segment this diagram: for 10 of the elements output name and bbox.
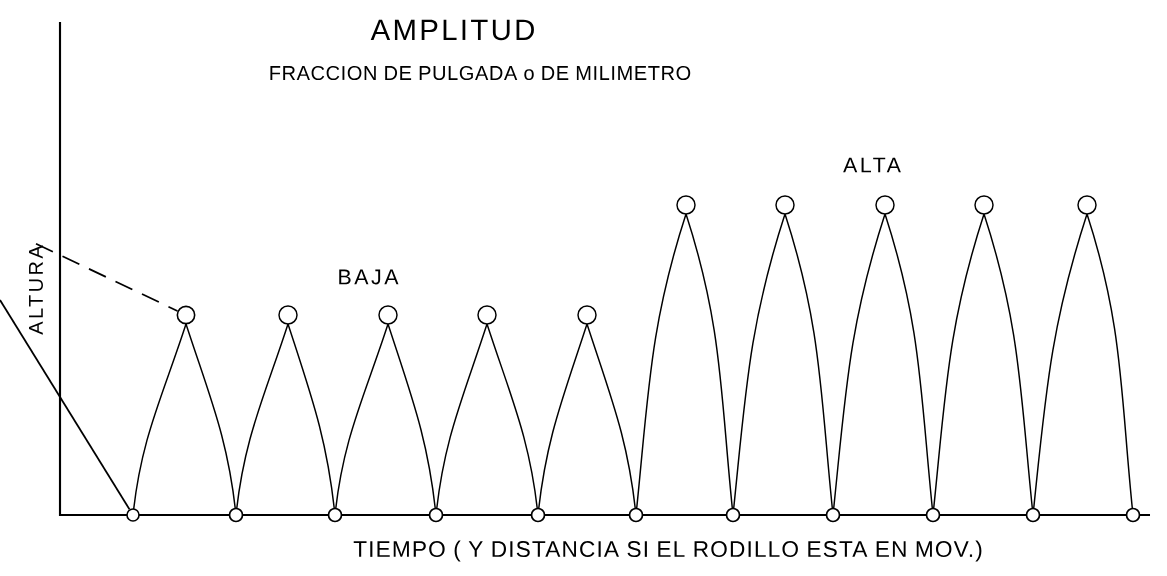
axis-label: AMPLITUD [370,19,534,41]
axis-label: TIEMPO ( Y DISTANCIA SI EL RODILLO ESTA EN MOV.) [353,540,982,562]
region-label: ALTA [843,157,901,173]
region-label: BAJA [339,269,399,285]
leader-line [0,299,131,511]
point-marker [176,305,196,325]
point-marker [126,508,140,522]
axis-label: FRACCION DE PULGADA o DE MILIMETRO [270,65,691,81]
leader-line [35,242,179,312]
axis-label: ALTURA [29,245,43,335]
